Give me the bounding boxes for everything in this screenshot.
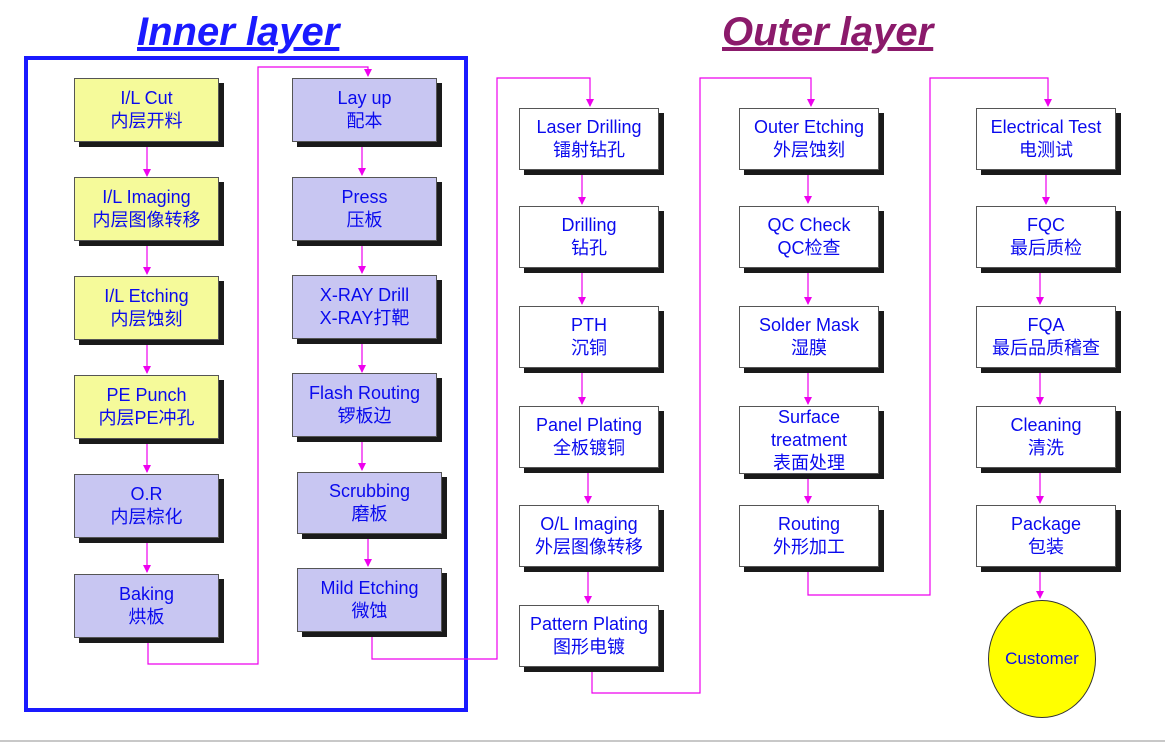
step-cn-label: 最后品质稽查: [992, 338, 1100, 358]
step-routing: Routing 外形加工: [739, 505, 879, 567]
step-en-label: FQA: [1027, 315, 1065, 335]
step-en-label: PTH: [571, 315, 607, 335]
step-en-label: O.R: [130, 484, 163, 504]
step-cn-label: 沉铜: [571, 338, 607, 358]
step-cn-label: 内层开料: [110, 111, 183, 131]
step-qc-check: QC Check QC检查: [739, 206, 879, 268]
step-en-label: Drilling: [561, 215, 617, 235]
step-en-label: Panel Plating: [535, 415, 643, 435]
step-cn-label: 外层蚀刻: [773, 140, 845, 160]
step-cn-label: 钻孔: [571, 238, 607, 258]
step-fqa: FQA 最后品质稽查: [976, 306, 1116, 368]
step-laser-drilling: Laser Drilling 镭射钻孔: [519, 108, 659, 170]
step-mild-etching: Mild Etching 微蚀: [297, 568, 442, 632]
step-cn-label: 电测试: [1019, 140, 1073, 160]
step-electrical-test: Electrical Test 电测试: [976, 108, 1116, 170]
step-package: Package 包装: [976, 505, 1116, 567]
outer-layer-title: Outer layer: [722, 10, 934, 54]
step-en-label: Mild Etching: [320, 578, 419, 598]
step-en-label: Package: [1010, 514, 1082, 534]
step-en-label: Flash Routing: [308, 383, 421, 403]
step-scrubbing: Scrubbing 磨板: [297, 472, 442, 534]
step-cn-label: 包装: [1028, 537, 1064, 557]
step-cn-label: 内层PE冲孔: [98, 408, 195, 428]
step-cn-label: 湿膜: [791, 338, 827, 358]
step-press: Press 压板: [292, 177, 437, 241]
arrow-pattern-outeretching: [591, 77, 815, 694]
step-en-label: Outer Etching: [753, 117, 865, 137]
step-flash-routing: Flash Routing 锣板边: [292, 373, 437, 437]
step-cn-label: 压板: [346, 210, 383, 230]
bottom-divider: [0, 740, 1165, 742]
step-cleaning: Cleaning 清洗: [976, 406, 1116, 468]
step-il-cut: I/L Cut 内层开料: [74, 78, 219, 142]
step-cn-label: 锣板边: [337, 406, 392, 426]
step-en-label-2: treatment: [770, 429, 848, 450]
step-pe-punch: PE Punch 内层PE冲孔: [74, 375, 219, 439]
step-cn-label: 微蚀: [351, 601, 388, 621]
step-pattern-plating: Pattern Plating 图形电镀: [519, 605, 659, 667]
step-cn-label: 图形电镀: [553, 637, 625, 657]
step-ol-imaging: O/L Imaging 外层图像转移: [519, 505, 659, 567]
step-cn-label: X-RAY打靶: [319, 308, 410, 328]
step-cn-label: 配本: [346, 111, 383, 131]
step-en-label: QC Check: [767, 215, 851, 235]
step-cn-label: QC检查: [777, 238, 841, 258]
step-cn-label: 最后质检: [1010, 238, 1082, 258]
step-il-etching: I/L Etching 内层蚀刻: [74, 276, 219, 340]
step-cn-label: 清洗: [1028, 438, 1064, 458]
step-en-label: I/L Etching: [104, 286, 189, 306]
step-en-label: I/L Cut: [120, 88, 173, 108]
step-xray-drill: X-RAY Drill X-RAY打靶: [292, 275, 437, 339]
step-panel-plating: Panel Plating 全板镀铜: [519, 406, 659, 468]
step-cn-label: 外层图像转移: [535, 537, 643, 557]
step-en-label: Scrubbing: [328, 481, 411, 501]
step-baking: Baking 烘板: [74, 574, 219, 638]
step-cn-label: 外形加工: [773, 537, 845, 557]
step-en-label: Press: [341, 187, 388, 207]
step-en-label: Routing: [777, 514, 841, 534]
step-cn-label: 烘板: [128, 607, 165, 627]
step-cn-label: 内层蚀刻: [110, 309, 183, 329]
step-en-label: Baking: [118, 584, 175, 604]
step-en-label: Lay up: [337, 88, 392, 108]
step-cn-label: 全板镀铜: [553, 438, 625, 458]
step-or: O.R 内层棕化: [74, 474, 219, 538]
step-en-label: X-RAY Drill: [319, 285, 410, 305]
step-cn-label: 表面处理: [773, 452, 845, 473]
step-fqc: FQC 最后质检: [976, 206, 1116, 268]
step-en-label: Surface: [777, 406, 841, 427]
step-en-label: Electrical Test: [990, 117, 1102, 137]
step-en-label: Solder Mask: [758, 315, 860, 335]
step-en-label: O/L Imaging: [540, 514, 638, 534]
step-en-label: Laser Drilling: [536, 117, 642, 137]
step-en-label: Pattern Plating: [529, 614, 649, 634]
step-solder-mask: Solder Mask 湿膜: [739, 306, 879, 368]
step-outer-etching: Outer Etching 外层蚀刻: [739, 108, 879, 170]
step-cn-label: 内层图像转移: [92, 210, 201, 230]
customer-node: Customer: [988, 600, 1096, 718]
step-lay-up: Lay up 配本: [292, 78, 437, 142]
step-drilling: Drilling 钻孔: [519, 206, 659, 268]
step-cn-label: 磨板: [351, 504, 388, 524]
step-cn-label: 内层棕化: [110, 507, 183, 527]
step-il-imaging: I/L Imaging 内层图像转移: [74, 177, 219, 241]
step-en-label: I/L Imaging: [102, 187, 191, 207]
step-pth: PTH 沉铜: [519, 306, 659, 368]
step-cn-label: 镭射钻孔: [553, 140, 625, 160]
step-en-label: Cleaning: [1010, 415, 1082, 435]
step-en-label: PE Punch: [106, 385, 187, 405]
step-en-label: FQC: [1027, 215, 1065, 235]
step-surface-treatment: Surface treatment 表面处理: [739, 406, 879, 474]
inner-layer-title: Inner layer: [137, 10, 340, 54]
